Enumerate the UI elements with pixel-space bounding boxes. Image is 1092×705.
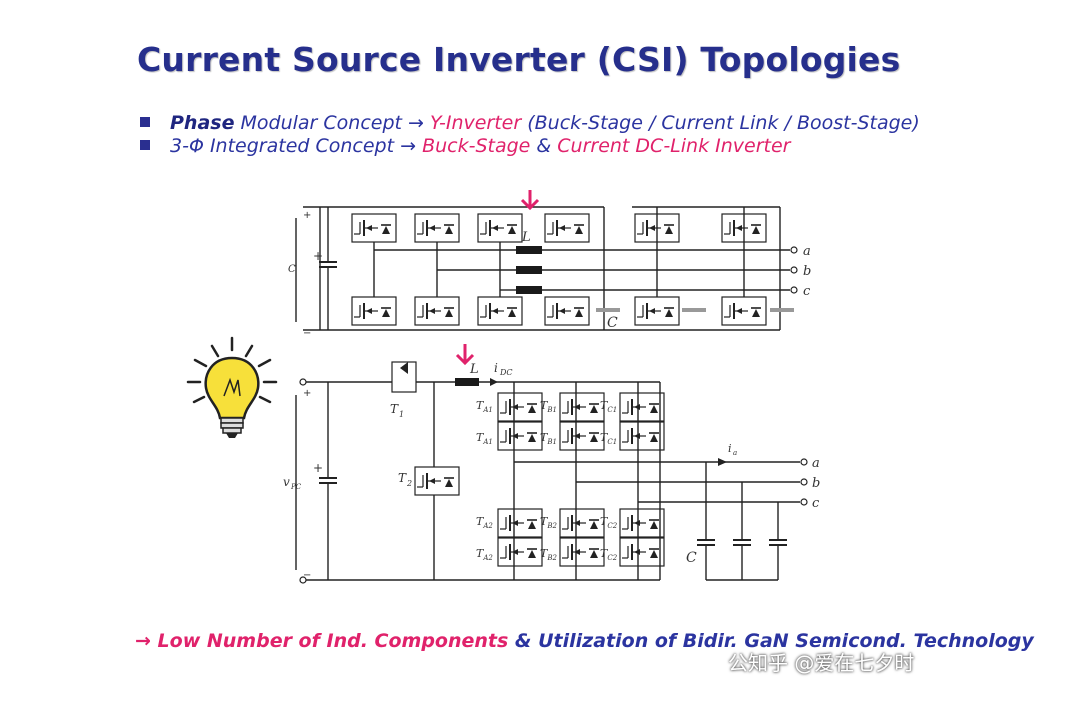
top-switch-lower [477, 296, 523, 326]
top-switch-upper [351, 213, 397, 243]
top-output-cap-label: C [607, 315, 618, 331]
top-dc-minus: − [303, 328, 311, 339]
bullet-square-icon [140, 140, 150, 150]
bullet-2-dc-link: Current DC-Link Inverter [557, 135, 791, 157]
bullet-phase-modular: Phase Modular Concept → Y-Inverter (Buck… [140, 112, 920, 134]
t2-sub: 2 [406, 479, 412, 488]
top-switch-lower [414, 296, 460, 326]
bullet-1-stages: (Buck-Stage / Current Link / Boost-Stage… [521, 112, 920, 134]
phase-current-sub: a [733, 449, 737, 457]
t2-label: T [398, 471, 407, 485]
switch-tc2: TC2 [600, 515, 618, 530]
top-output-a: a [803, 244, 811, 259]
switch-tc2-prime: TC2 [600, 547, 618, 562]
switch-tb1-prime: TB1 [540, 431, 557, 446]
bullet-square-icon [140, 117, 150, 127]
bottom-circuit: + − v PC + T 1 T 2 L i DC [283, 344, 820, 584]
top-switch-lower [634, 296, 680, 326]
top-dc-cap-label: C [288, 264, 296, 275]
conclusion-gan: Utilization of Bidir. GaN Semicond. Tech… [538, 630, 1034, 652]
top-inductor [516, 286, 542, 294]
switch-tc1-prime: TC1 [600, 431, 617, 446]
top-switch-upper [477, 213, 523, 243]
top-switch-upper [414, 213, 460, 243]
t2-switch [414, 466, 460, 496]
watermark: 公知乎 @爱在七夕时 [728, 651, 915, 675]
bullet-2-amp: & [530, 135, 558, 157]
dc-current-sub: DC [499, 368, 513, 377]
source-voltage-sub: PC [290, 483, 302, 491]
switch-ta2: TA2 [476, 515, 493, 530]
bullet-1-concept: Modular Concept [234, 112, 409, 134]
switch-tc1: TC1 [600, 399, 617, 414]
switch-tb2-prime: TB2 [540, 547, 557, 562]
top-switch-lower [544, 296, 590, 326]
top-inductor [516, 266, 542, 274]
source-voltage-label: v [283, 475, 290, 489]
top-inductor [516, 246, 542, 254]
conclusion-line: → Low Number of Ind. Components & Utiliz… [135, 630, 1034, 652]
lightbulb-icon [186, 336, 278, 438]
top-switch-lower [351, 296, 397, 326]
top-output-c: c [803, 284, 811, 299]
bottom-output-b: b [812, 476, 820, 491]
top-switch-lower [721, 296, 767, 326]
bottom-inductor [455, 378, 479, 386]
top-circuit: + + − L [288, 190, 811, 339]
conclusion-amp: & [508, 630, 539, 652]
bullet-1-arrow: → [408, 112, 424, 134]
dc-current-label: i [494, 361, 498, 375]
top-switch-upper [544, 213, 590, 243]
bottom-inductor-label: L [469, 362, 479, 377]
bottom-plus: + [303, 388, 311, 399]
bottom-output-c: c [812, 496, 820, 511]
top-output-b: b [803, 264, 811, 279]
switch-ta1-prime: TA1 [476, 431, 493, 446]
t1-sub: 1 [399, 410, 404, 419]
top-dc-plus: + [303, 210, 311, 221]
bullet-2-arrow: → [400, 135, 417, 157]
switch-ta1: TA1 [476, 399, 493, 414]
switch-tb1: TB1 [540, 399, 557, 414]
page-title: Current Source Inverter (CSI) Topologies [137, 40, 901, 79]
phase-current-label: i [728, 442, 732, 455]
bottom-output-a: a [812, 456, 820, 471]
top-inductor-label: L [521, 230, 531, 245]
bullet-3phase-integrated: 3-Φ Integrated Concept → Buck-Stage & Cu… [140, 135, 790, 157]
switch-ta2-prime: TA2 [476, 547, 493, 562]
bullet-1-phase: Phase [170, 112, 235, 134]
bullet-2-buck-stage: Buck-Stage [416, 135, 531, 157]
bottom-cap-plus: + [313, 461, 323, 475]
bottom-output-cap-label: C [686, 550, 697, 566]
bullet-1-y-inverter: Y-Inverter [423, 112, 522, 134]
conclusion-arrow: → [135, 630, 151, 652]
conclusion-low-inductive: Low Number of Ind. Components [150, 630, 509, 652]
switch-tb2: TB2 [540, 515, 557, 530]
down-arrow-icon [520, 190, 540, 211]
t1-label: T [390, 402, 399, 416]
bottom-minus: − [303, 570, 311, 581]
bullet-2-concept: 3-Φ Integrated Concept [170, 135, 401, 157]
top-plus-sign: + [313, 249, 323, 263]
down-arrow-icon [455, 344, 475, 366]
